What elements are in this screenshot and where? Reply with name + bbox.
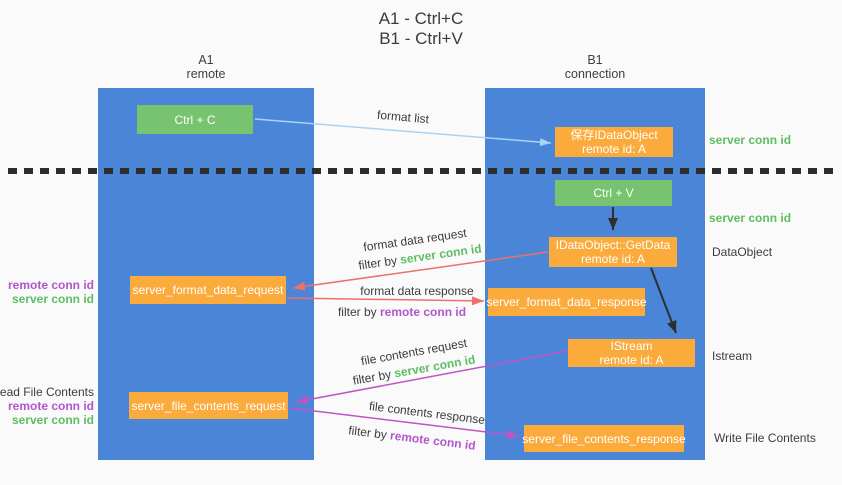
node-istream-line2: remote id: A xyxy=(599,353,664,367)
label-istream: Istream xyxy=(712,349,753,363)
label-write-file-contents: Write File Contents xyxy=(714,431,816,445)
filter-by-text: filter by xyxy=(347,423,388,442)
filter-by-text: filter by xyxy=(337,305,377,319)
label-server-conn-id-file: server conn id xyxy=(11,413,94,427)
node-save-idataobject: 保存IDataObject remote id: A xyxy=(555,127,673,157)
node-format-response-label: server_format_data_response xyxy=(486,295,647,309)
node-server-file-contents-response: server_file_contents_response xyxy=(522,425,686,452)
node-file-request-label: server_file_contents_request xyxy=(131,398,286,413)
label-server-conn-id-save: server conn id xyxy=(709,133,792,147)
label-remote-conn-id-file: remote conn id xyxy=(7,399,94,413)
node-ctrl-c: Ctrl + C xyxy=(137,105,253,134)
node-ctrl-c-label: Ctrl + C xyxy=(174,112,216,127)
label-left-conn-ids-file: Read File Contents remote conn id server… xyxy=(0,385,94,427)
lane-header-b1: B1 connection xyxy=(485,53,705,81)
label-server-conn-id-paste: server conn id xyxy=(709,211,792,225)
node-getdata-line1: IDataObject::GetData xyxy=(555,238,671,252)
label-server-conn-id-format: server conn id xyxy=(11,292,94,306)
node-ctrl-v: Ctrl + V xyxy=(555,180,672,206)
node-getdata-line2: remote id: A xyxy=(580,252,646,266)
node-server-file-contents-request: server_file_contents_request xyxy=(129,392,288,419)
node-istream: IStream remote id: A xyxy=(568,339,695,367)
node-server-format-data-request: server_format_data_request xyxy=(130,276,286,304)
node-idataobject-getdata: IDataObject::GetData remote id: A xyxy=(549,237,677,267)
label-remote-conn-id-format: remote conn id xyxy=(7,278,94,292)
remote-conn-id-text: remote conn id xyxy=(389,428,477,453)
remote-conn-id-text: remote conn id xyxy=(380,305,467,319)
label-format-list: format list xyxy=(376,107,430,127)
label-filter-by-remote-conn-id-file: filter by remote conn id xyxy=(348,423,477,453)
arrow-format-data-response xyxy=(286,296,485,306)
label-left-conn-ids-format: remote conn id server conn id xyxy=(8,278,94,306)
lane-header-a1: A1 remote xyxy=(98,53,314,81)
filter-by-text: filter by xyxy=(351,367,393,388)
lane-b1-role: connection xyxy=(564,67,626,81)
label-read-file-contents: Read File Contents xyxy=(0,385,94,399)
label-filter-by-remote-conn-id-format: filter by remote conn id xyxy=(338,305,466,319)
filter-by-text: filter by xyxy=(357,253,398,273)
node-istream-line1: IStream xyxy=(610,339,653,353)
label-dataobject: DataObject xyxy=(712,245,773,259)
lane-a1-name: A1 xyxy=(198,53,214,67)
lane-a1-role: remote xyxy=(186,67,226,81)
label-file-contents-response: file contents response xyxy=(368,398,486,428)
node-save-idataobject-line2: remote id: A xyxy=(581,142,647,156)
title-line-1: A1 - Ctrl+C xyxy=(378,9,464,28)
node-server-format-data-response: server_format_data_response xyxy=(486,288,647,316)
label-format-data-response: format data response xyxy=(360,284,474,298)
node-save-idataobject-line1: 保存IDataObject xyxy=(570,128,658,142)
diagram-title: A1 - Ctrl+C B1 - Ctrl+V xyxy=(0,9,842,49)
node-ctrl-v-label: Ctrl + V xyxy=(593,186,634,200)
session-divider-dotted-line xyxy=(8,168,834,174)
node-format-request-label: server_format_data_request xyxy=(132,283,284,297)
node-file-response-label: server_file_contents_response xyxy=(522,431,686,446)
title-line-2: B1 - Ctrl+V xyxy=(379,29,463,48)
lane-b1-name: B1 xyxy=(587,53,603,67)
